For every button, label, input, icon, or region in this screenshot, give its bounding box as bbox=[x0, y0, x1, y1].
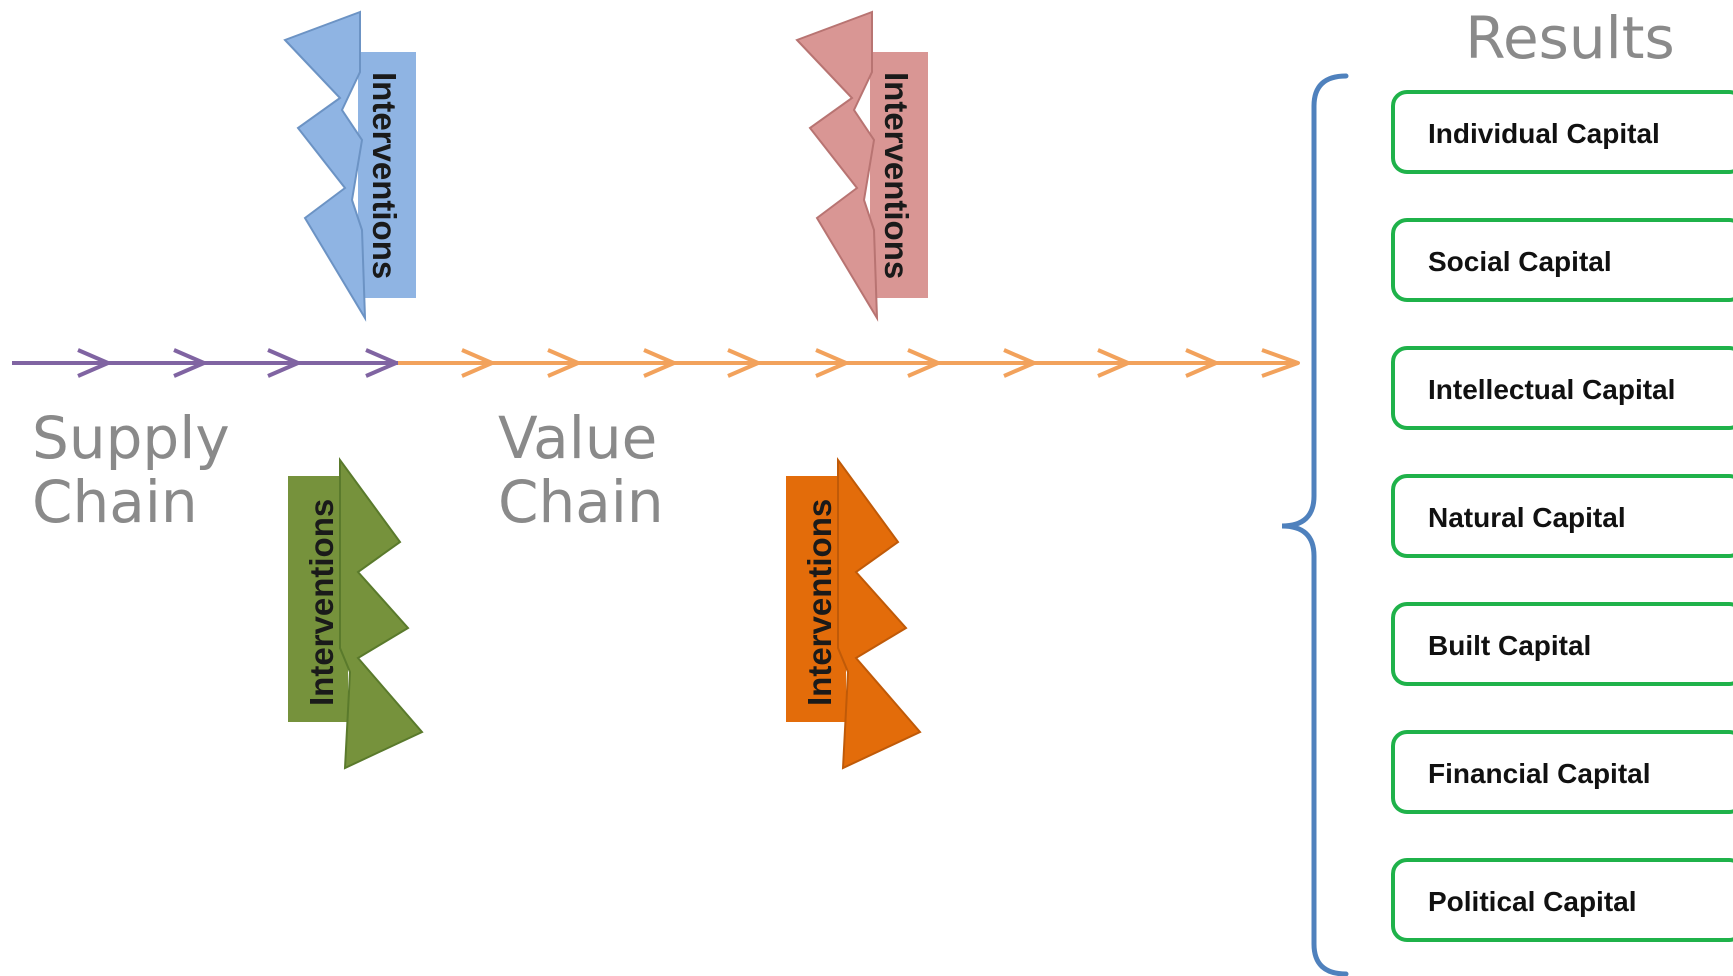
value-chevrons bbox=[461, 348, 1300, 378]
intervention-label: Interventions bbox=[801, 499, 838, 706]
result-label: Political Capital bbox=[1428, 886, 1637, 917]
supply-chain-label-line2: Chain bbox=[32, 468, 198, 536]
value-chevron bbox=[1003, 348, 1036, 378]
value-chain-label-line1: Value bbox=[498, 404, 657, 472]
value-chevron bbox=[907, 348, 940, 378]
result-item: Intellectual Capital bbox=[1391, 346, 1733, 430]
value-chevron bbox=[643, 348, 676, 378]
lightning-bolt-icon bbox=[339, 456, 424, 770]
svg-text:Chain: Chain bbox=[498, 468, 664, 536]
value-chevron bbox=[547, 348, 580, 378]
intervention-label: Interventions bbox=[878, 72, 915, 279]
result-box bbox=[1391, 218, 1733, 302]
result-box bbox=[1391, 602, 1733, 686]
result-box bbox=[1391, 474, 1733, 558]
result-item: Political Capital bbox=[1391, 858, 1733, 942]
result-item: Social Capital bbox=[1391, 218, 1733, 302]
intervention-banner bbox=[870, 52, 928, 298]
result-box bbox=[1391, 90, 1733, 174]
supply-chevron bbox=[77, 348, 110, 378]
svg-text:Natural Capital: Natural Capital bbox=[1428, 502, 1626, 533]
result-label: Intellectual Capital bbox=[1428, 374, 1675, 405]
intervention-value-top: Interventions bbox=[795, 10, 928, 322]
svg-text:Financial Capital: Financial Capital bbox=[1428, 758, 1651, 789]
supply-chevrons bbox=[77, 348, 398, 378]
svg-text:Individual Capital: Individual Capital bbox=[1428, 118, 1660, 149]
result-label: Individual Capital bbox=[1428, 118, 1660, 149]
value-chevron bbox=[1185, 348, 1218, 378]
result-label: Natural Capital bbox=[1428, 502, 1626, 533]
result-item: Built Capital bbox=[1391, 602, 1733, 686]
svg-text:Value: Value bbox=[498, 404, 657, 472]
results-bracket bbox=[1281, 73, 1349, 976]
result-label: Built Capital bbox=[1428, 630, 1591, 661]
result-box bbox=[1391, 858, 1733, 942]
svg-text:Results: Results bbox=[1465, 4, 1674, 72]
intervention-banner bbox=[288, 476, 348, 722]
result-item: Financial Capital bbox=[1391, 730, 1733, 814]
result-box bbox=[1391, 346, 1733, 430]
value-chevron bbox=[461, 348, 494, 378]
svg-text:Supply: Supply bbox=[32, 404, 230, 472]
intervention-value-bottom: Interventions bbox=[786, 456, 922, 770]
svg-text:Interventions: Interventions bbox=[878, 72, 915, 279]
value-chevron bbox=[1097, 348, 1130, 378]
result-label: Financial Capital bbox=[1428, 758, 1651, 789]
svg-text:Interventions: Interventions bbox=[303, 499, 340, 706]
supply-chevron bbox=[365, 348, 398, 378]
supply-chevron bbox=[267, 348, 300, 378]
svg-text:Built Capital: Built Capital bbox=[1428, 630, 1591, 661]
value-chevron bbox=[815, 348, 848, 378]
intervention-supply-top: Interventions bbox=[283, 10, 416, 322]
results-title: Results bbox=[1465, 4, 1674, 72]
svg-text:Interventions: Interventions bbox=[366, 72, 403, 279]
supply-chain-label-line1: Supply bbox=[32, 404, 230, 472]
result-label: Social Capital bbox=[1428, 246, 1612, 277]
lightning-bolt-icon bbox=[283, 10, 367, 322]
lightning-bolt-icon bbox=[837, 456, 922, 770]
results-list: Individual Capital Social Capital Intell… bbox=[1391, 90, 1733, 942]
intervention-label: Interventions bbox=[366, 72, 403, 279]
result-item: Individual Capital bbox=[1391, 90, 1733, 174]
value-chain-label-line2: Chain bbox=[498, 468, 664, 536]
lightning-bolt-icon bbox=[795, 10, 879, 322]
intervention-label: Interventions bbox=[303, 499, 340, 706]
value-chevron bbox=[727, 348, 760, 378]
timeline-arrow bbox=[12, 348, 1300, 378]
svg-text:Intellectual Capital: Intellectual Capital bbox=[1428, 374, 1675, 405]
svg-text:Interventions: Interventions bbox=[801, 499, 838, 706]
intervention-supply-bottom: Interventions bbox=[288, 456, 424, 770]
value-chevron bbox=[1261, 348, 1300, 378]
svg-text:Social Capital: Social Capital bbox=[1428, 246, 1612, 277]
intervention-banner bbox=[786, 476, 846, 722]
result-box bbox=[1391, 730, 1733, 814]
svg-text:Political Capital: Political Capital bbox=[1428, 886, 1637, 917]
result-item: Natural Capital bbox=[1391, 474, 1733, 558]
supply-chevron bbox=[173, 348, 206, 378]
svg-text:Chain: Chain bbox=[32, 468, 198, 536]
intervention-banner bbox=[358, 52, 416, 298]
